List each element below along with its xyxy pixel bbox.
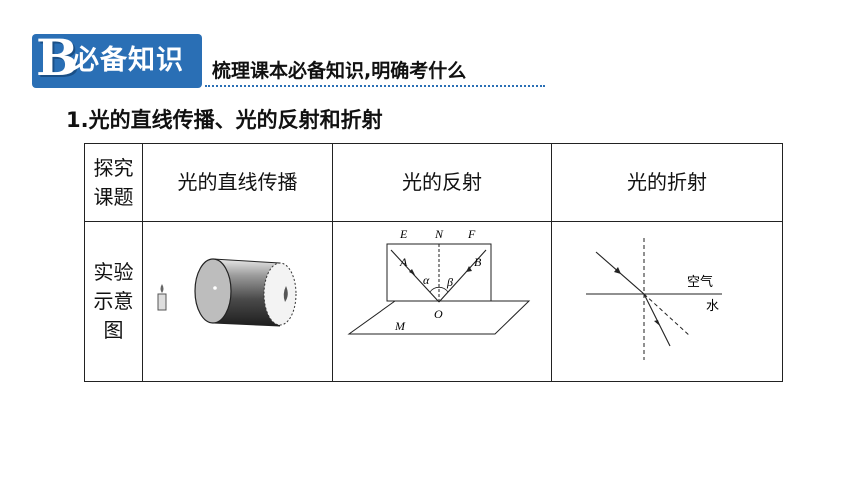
label-alpha: α [423,273,430,287]
table-diagram-row: 实验示意图 [84,221,783,382]
cell-rectilinear-diagram [142,221,333,382]
label-M: M [394,319,406,333]
reflection-diagram: E N F A B α β O M [347,227,531,335]
table-header-row: 探究课题 光的直线传播 光的反射 光的折射 [84,143,783,222]
header-topic-text: 探究课题 [93,155,134,209]
label-N: N [434,227,444,241]
label-O: O [434,307,443,321]
cell-reflection-diagram: E N F A B α β O M [332,221,552,382]
section-heading: 1.光的直线传播、光的反射和折射 [66,108,383,132]
label-B: B [474,255,482,269]
dotted-underline [205,85,545,87]
header-rectilinear: 光的直线传播 [142,143,333,222]
refracted-ray [643,293,671,347]
experiment-table: 探究课题 光的直线传播 光的反射 光的折射 实验示意图 [84,143,783,382]
label-F: F [467,227,476,241]
banner-subtitle: 梳理课本必备知识,明确考什么 [212,60,467,82]
header-refraction: 光的折射 [551,143,783,222]
label-air: 空气 [687,274,713,290]
header-topic: 探究课题 [84,143,143,222]
label-A: A [399,255,408,269]
banner-letter: B [36,28,79,87]
cell-refraction-diagram: 空气 水 [551,221,783,382]
refraction-diagram: 空气 水 [586,238,722,360]
reflected-ray [438,249,487,303]
banner-label: 必备知识 [72,45,184,76]
incident-ray [390,249,440,303]
label-E: E [399,227,408,241]
section-banner [32,34,202,88]
screen-board [386,243,492,302]
row-header-text: 实验示意图 [93,260,134,342]
label-beta: β [446,275,453,289]
extension-line [643,293,691,337]
label-water: 水 [706,299,719,314]
pinhole-cylinder [194,258,297,327]
header-reflection: 光的反射 [332,143,552,222]
rectilinear-diagram [157,258,297,327]
candle-icon [157,284,167,311]
row-header-diagram: 实验示意图 [84,221,143,382]
